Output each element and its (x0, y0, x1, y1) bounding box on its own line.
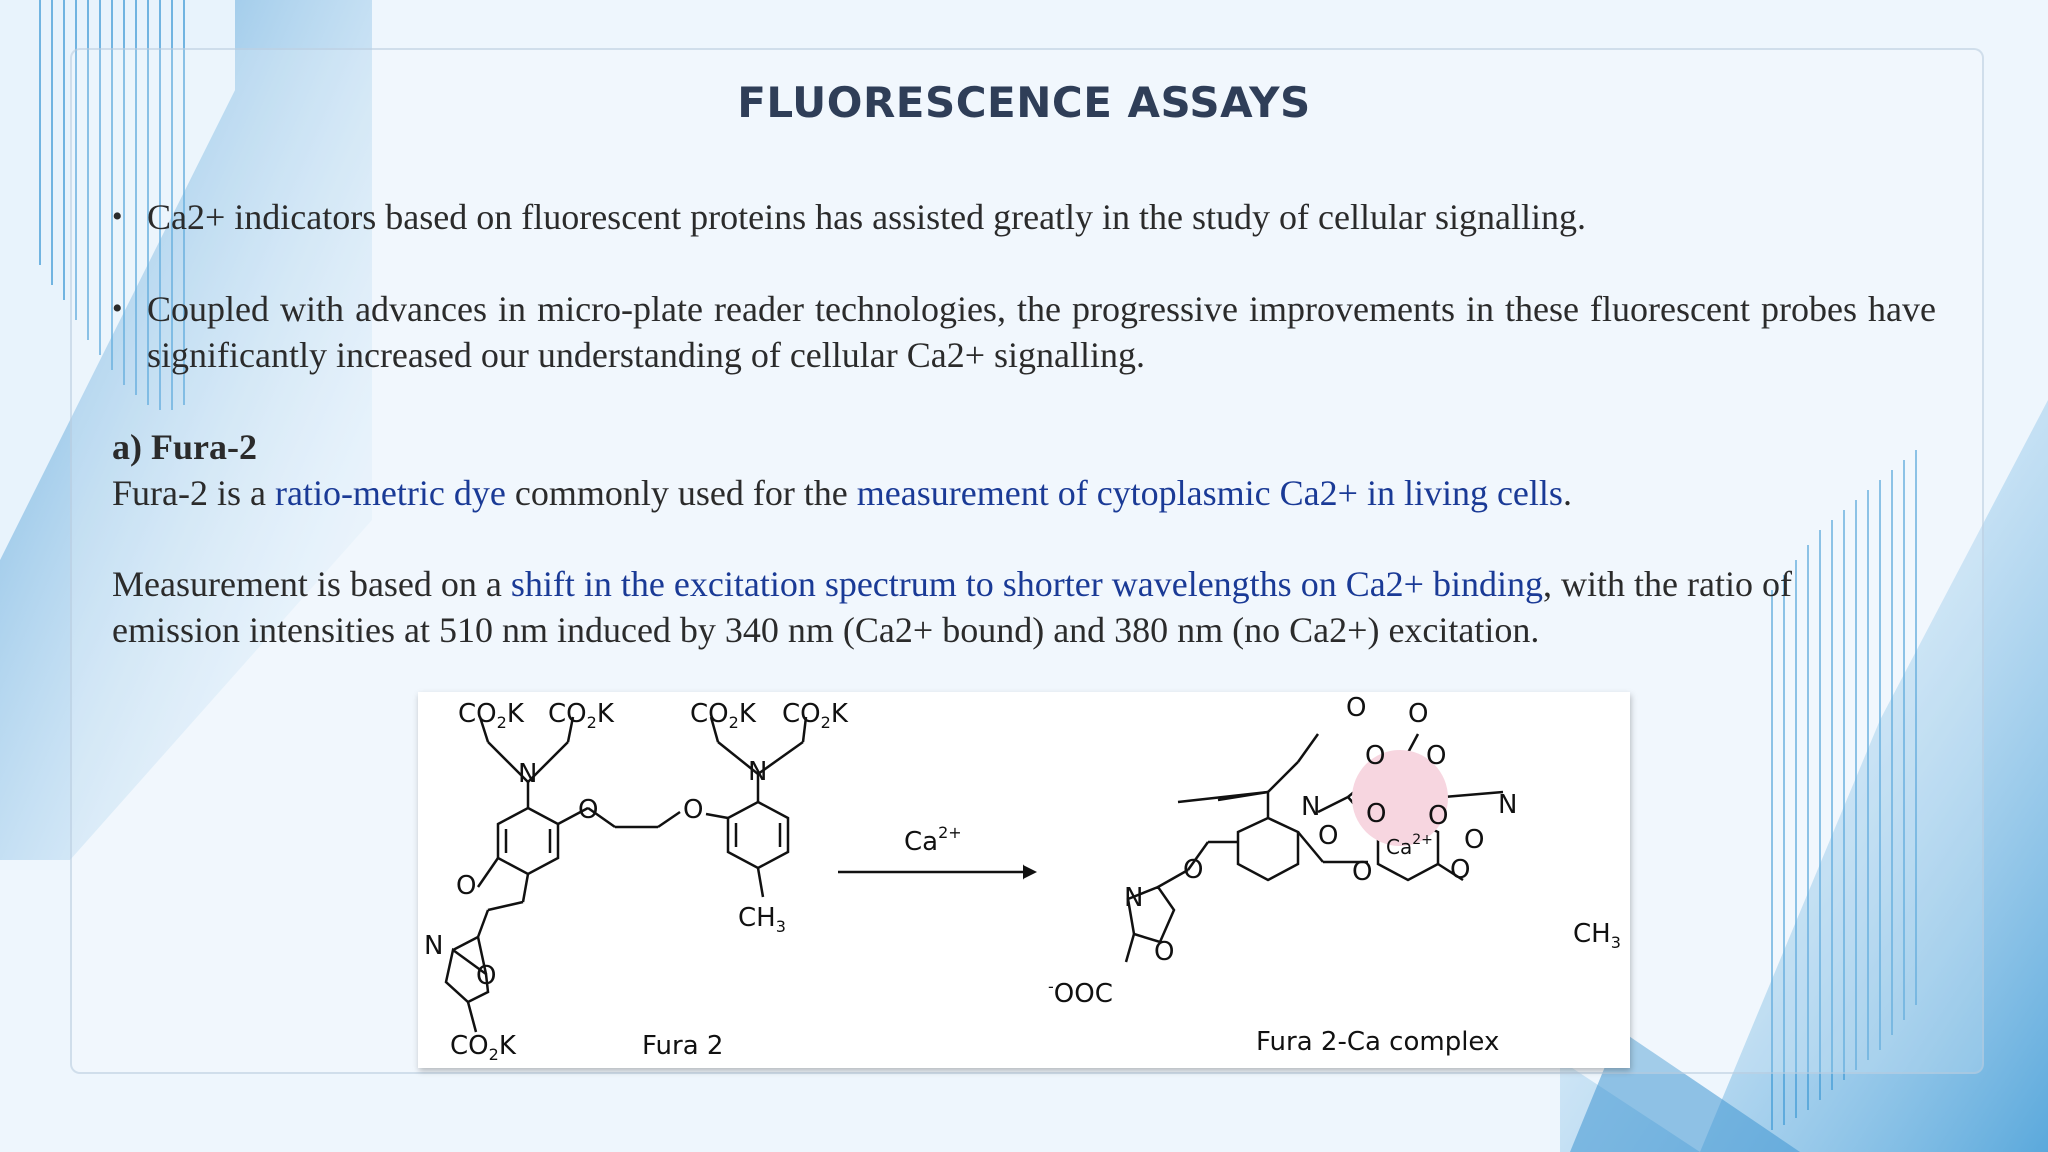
oxygen-atom: O (1464, 825, 1484, 855)
oxygen-atom: O (456, 871, 476, 901)
oxygen-atom: O (578, 795, 598, 825)
text-run: , with the ratio of (1543, 564, 1792, 604)
fura2-label: Fura 2 (642, 1031, 723, 1061)
oxygen-atom: O (1426, 741, 1446, 771)
oxygen-atom: O (1346, 693, 1366, 723)
co2k-label: CO2K (450, 1031, 517, 1064)
oxygen-atom: O (1408, 699, 1428, 729)
nitrogen-atom: N (518, 759, 537, 789)
arrow-calcium-label: Ca2+ (904, 823, 962, 857)
oxygen-atom: O (1366, 799, 1386, 829)
nitrogen-atom: N (424, 931, 443, 961)
nitrogen-atom: N (1124, 883, 1143, 913)
oxygen-atom: O (1352, 857, 1372, 887)
text-run: Measurement is based on a (112, 564, 511, 604)
slide-title: FLUORESCENCE ASSAYS (737, 78, 1311, 127)
measurement-line-2: emission intensities at 510 nm induced b… (112, 610, 1540, 650)
oxygen-atom: O (476, 961, 496, 991)
chemical-structure-diagram: CO2K CO2K CO2K CO2K N N O O O N O CH3 CO… (424, 693, 1621, 1064)
bullet-text: Ca2+ indicators based on fluorescent pro… (147, 197, 1586, 237)
nitrogen-atom: N (1498, 790, 1517, 820)
measurement-line-1: Measurement is based on a shift in the e… (112, 561, 1792, 607)
nitrogen-atom: N (748, 757, 767, 787)
fura2-description: Fura-2 is a ratio-metric dye commonly us… (112, 470, 1572, 516)
co2k-label: CO2K (690, 699, 757, 732)
oxygen-atom: O (683, 795, 703, 825)
co2k-label: CO2K (782, 699, 849, 732)
fura2-bonds (444, 716, 1504, 1033)
reaction-arrow-tip (1023, 865, 1037, 879)
nitrogen-atom: N (1301, 792, 1320, 822)
bullet-marker: • (112, 292, 123, 325)
co2k-label: CO2K (458, 699, 525, 732)
methyl-label: CH3 (738, 903, 786, 936)
highlight-measurement: measurement of cytoplasmic Ca2+ in livin… (856, 473, 1563, 513)
bullet-text: Coupled with advances in micro-plate rea… (147, 289, 1936, 375)
text-run: commonly used for the (505, 473, 857, 513)
bullet-marker: • (112, 200, 123, 233)
highlight-excitation-shift: shift in the excitation spectrum to shor… (510, 564, 1543, 604)
oxygen-atom: O (1365, 741, 1385, 771)
calcium-ion-highlight (1352, 750, 1448, 846)
fura2-ca-complex-label: Fura 2-Ca complex (1256, 1027, 1499, 1057)
complex-calcium-label: Ca2+ (1386, 832, 1433, 859)
highlight-ratio-metric: ratio-metric dye (274, 473, 506, 513)
carboxylate-label: -OOC (1048, 977, 1113, 1009)
text-run: Fura-2 is a (112, 473, 275, 513)
oxygen-atom: O (1318, 821, 1338, 851)
methyl-label: CH3 (1573, 919, 1621, 952)
oxygen-atom: O (1428, 801, 1448, 831)
fura2-structure-figure: CO2K CO2K CO2K CO2K N N O O O N O CH3 CO… (418, 692, 1630, 1068)
oxygen-atom: O (1154, 937, 1174, 967)
oxygen-atom: O (1450, 855, 1470, 885)
oxygen-atom: O (1183, 855, 1203, 885)
text-run: . (1562, 473, 1572, 513)
section-heading: a) Fura-2 (112, 427, 257, 467)
co2k-label: CO2K (548, 699, 615, 732)
